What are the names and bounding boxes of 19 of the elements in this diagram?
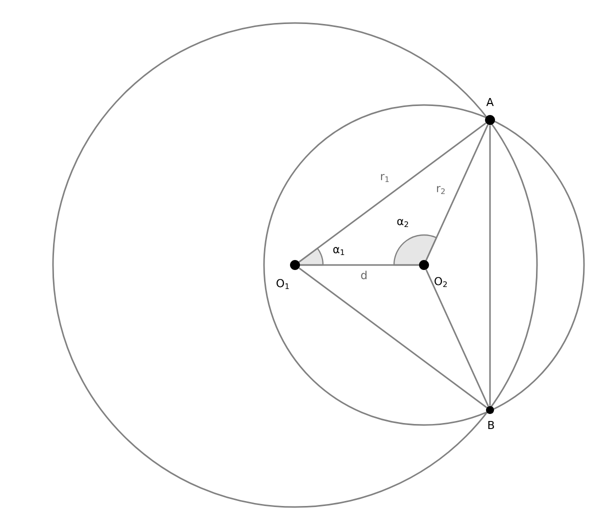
node-label: O$_{1}$	[276, 279, 289, 289]
edge-label: d	[361, 270, 366, 280]
edge-label: r$_{2}$	[437, 186, 445, 194]
angle-label: α$_{2}$	[397, 218, 408, 228]
node-label: B	[488, 420, 494, 430]
point: O$_{2}$	[419, 260, 447, 288]
line-segment	[300, 264, 419, 266]
point: B	[486, 406, 494, 429]
point: A	[485, 98, 495, 125]
line-segment	[489, 125, 491, 406]
edge-label: r$_{1}$	[381, 174, 389, 182]
angle-label: α$_{1}$	[333, 247, 344, 255]
node-label: A	[486, 98, 494, 106]
node-label: O$_{2}$	[434, 276, 447, 288]
line-segment	[425, 124, 489, 261]
line-segment	[298, 268, 488, 408]
point: O$_{1}$	[276, 260, 300, 289]
line-segment	[298, 122, 486, 262]
line-segment	[425, 269, 489, 406]
